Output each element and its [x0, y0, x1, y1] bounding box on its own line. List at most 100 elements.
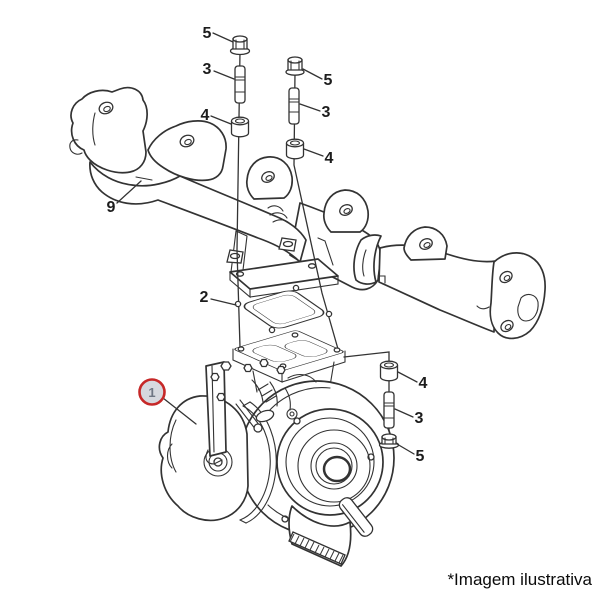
drawing-stroke: [210, 298, 237, 306]
drawing-stroke: [235, 399, 261, 431]
drawing-stroke: [289, 533, 295, 543]
illustrative-image-caption: *Imagem ilustrativa: [447, 570, 592, 589]
drawing-stroke: [243, 363, 253, 373]
drawing-stroke: [276, 408, 384, 516]
drawing-stroke: [353, 234, 382, 285]
drawing-stroke: [252, 294, 316, 325]
drawing-stroke: [268, 326, 276, 334]
drawing-stroke: [303, 148, 324, 157]
drawing-stroke: [234, 76, 246, 93]
drawing-stroke: [293, 417, 301, 425]
drawing-stroke: [302, 68, 323, 80]
drawing-stroke: [309, 541, 315, 551]
drawing-stroke: [319, 546, 325, 556]
drawing-stroke: [315, 447, 353, 485]
drawing-stroke: [92, 112, 96, 146]
drawing-stroke: [232, 348, 346, 383]
drawing-stroke: [325, 310, 333, 318]
drawing-stroke: [476, 305, 490, 310]
drawing-stroke: [381, 433, 397, 441]
drawing-stroke: [212, 32, 234, 43]
drawing-stroke: [423, 242, 431, 248]
fastener-top-left-stud: [234, 65, 246, 104]
drawing-stroke: [272, 219, 291, 225]
drawing-stroke: [276, 365, 286, 375]
fastener-top-right-stud: [288, 87, 300, 125]
callout-3-right: 3: [415, 410, 424, 427]
callout-4-top-right: 4: [325, 150, 334, 167]
drawing-stroke: [158, 395, 249, 522]
drawing-stroke: [297, 429, 371, 503]
drawing-stroke: [289, 411, 295, 417]
drawing-stroke: [269, 212, 288, 219]
drawing-stroke: [299, 537, 305, 547]
fastener-top-left-spacer: [230, 116, 250, 138]
drawing-stroke: [255, 409, 275, 423]
callout-5-right: 5: [416, 448, 425, 465]
drawing-stroke: [210, 372, 220, 382]
callout-5-top-right: 5: [324, 72, 333, 89]
turbocharger-drawing: [158, 358, 395, 567]
fastener-top-right-spacer: [285, 138, 305, 160]
drawing-stroke: [338, 554, 344, 564]
drawing-stroke: [310, 442, 358, 490]
drawing-stroke: [205, 361, 227, 457]
drawing-stroke: [383, 402, 395, 419]
drawing-stroke: [294, 535, 300, 545]
drawing-stroke: [383, 391, 395, 429]
drawing-stroke: [257, 383, 277, 403]
drawing-stroke: [89, 161, 307, 263]
drawing-stroke: [285, 138, 305, 148]
drawing-stroke: [243, 290, 325, 329]
drawing-stroke: [384, 437, 394, 445]
drawing-stroke: [396, 443, 415, 455]
highlight-digit: 1: [148, 385, 155, 400]
fastener-top-left-nut: [229, 35, 251, 56]
gasket-drawing: [234, 284, 333, 334]
drawing-stroke: [362, 249, 367, 277]
drawing-stroke: [504, 323, 512, 331]
drawing-stroke: [324, 548, 330, 558]
drawing-stroke: [282, 240, 294, 248]
drawing-stroke: [232, 35, 248, 43]
drawing-stroke: [287, 56, 303, 64]
fastener-right-stud: [383, 391, 395, 429]
drawing-stroke: [162, 397, 197, 425]
drawing-stroke: [338, 497, 374, 537]
drawing-stroke: [292, 284, 300, 292]
drawing-stroke: [284, 340, 328, 357]
fastener-right-spacer: [379, 360, 399, 382]
drawing-stroke: [383, 362, 395, 368]
drawing-stroke: [290, 60, 300, 71]
drawing-stroke: [210, 115, 232, 125]
drawing-stroke: [291, 332, 299, 338]
drawing-stroke: [216, 392, 226, 402]
drawing-stroke: [230, 116, 250, 126]
fastener-right-nut: [378, 433, 400, 449]
drawing-stroke: [235, 39, 245, 50]
drawing-stroke: [322, 455, 352, 483]
drawing-stroke: [103, 105, 111, 113]
drawing-stroke: [213, 70, 235, 80]
drawing-stroke: [286, 408, 298, 420]
callout-3-top-left: 3: [203, 61, 212, 78]
callout-9-manifold: 9: [107, 199, 116, 216]
drawing-stroke: [299, 103, 321, 112]
drawing-stroke: [229, 258, 339, 290]
drawing-stroke: [517, 293, 539, 322]
drawing-stroke: [333, 347, 341, 353]
drawing-stroke: [489, 252, 546, 340]
callout-5-top-left: 5: [203, 25, 212, 42]
drawing-stroke: [252, 344, 297, 362]
drawing-stroke: [147, 120, 227, 182]
drawing-stroke: [116, 180, 142, 204]
drawing-stroke: [503, 274, 511, 282]
drawing-stroke: [69, 139, 83, 155]
callout-3-top-right: 3: [322, 104, 331, 121]
drawing-stroke: [307, 263, 317, 269]
callout-4-right: 4: [419, 375, 428, 392]
outlet-flange-hatching: [289, 533, 344, 564]
drawing-stroke: [234, 300, 242, 308]
drawing-stroke: [329, 550, 335, 560]
drawing-stroke: [343, 208, 351, 214]
